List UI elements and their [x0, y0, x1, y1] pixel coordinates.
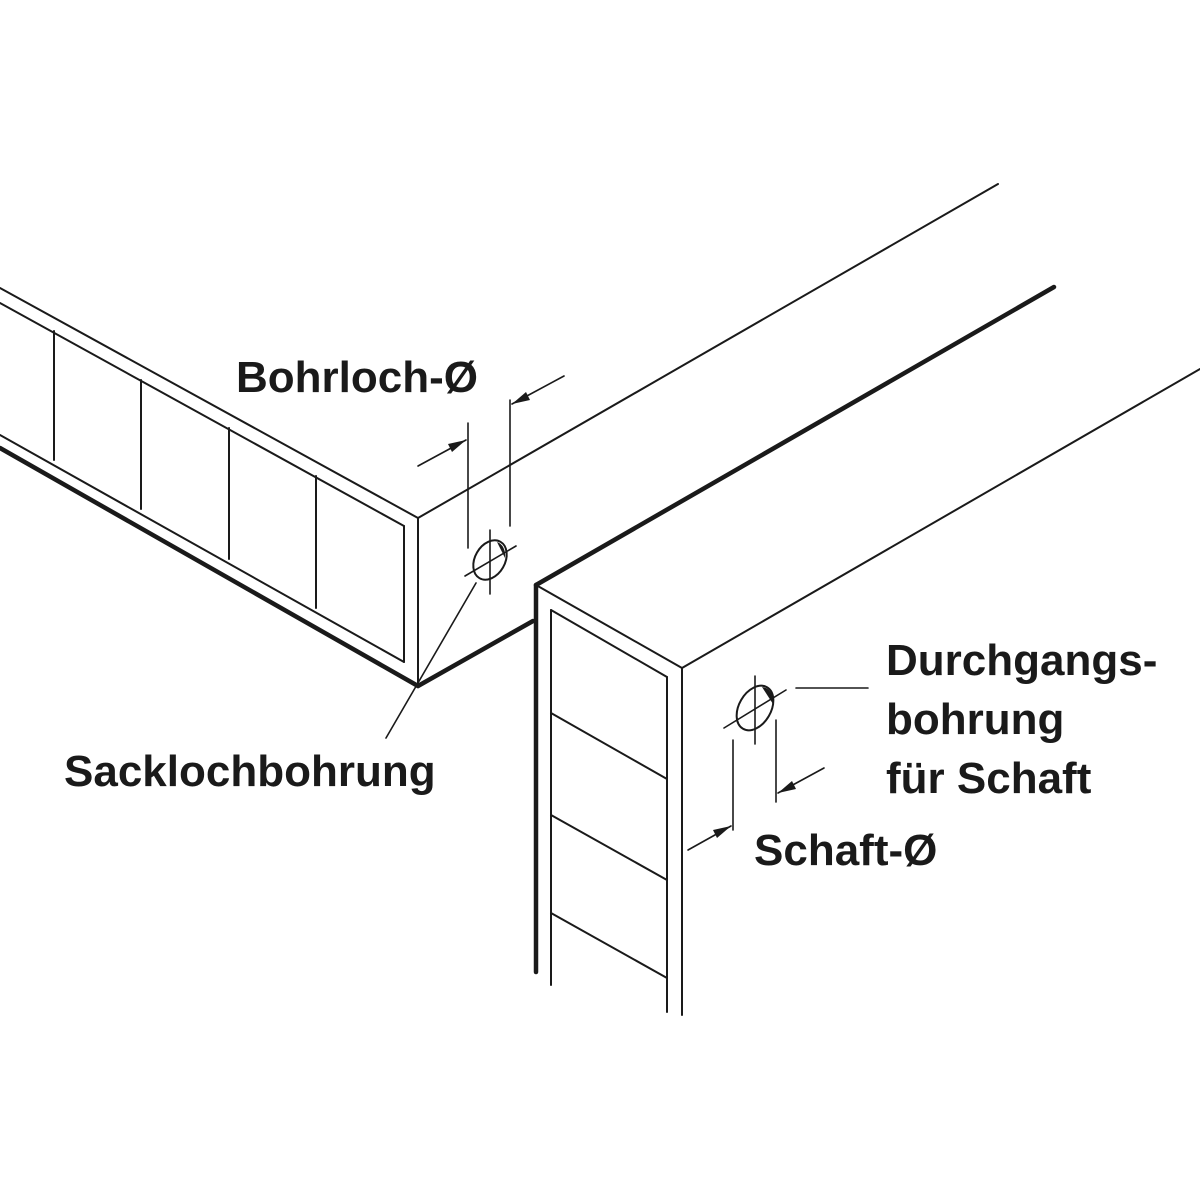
bore-diameter-label: Bohrloch-Ø — [236, 353, 478, 402]
right-panel-top-front-edge — [535, 584, 683, 669]
left-panel-inner-bottom-edge — [0, 434, 405, 663]
left-panel-inner-top-edge — [0, 302, 405, 527]
bore-dim-arrowhead — [448, 440, 466, 452]
right-panel-inner-top-edge — [550, 609, 668, 678]
left-panel-lower-edge — [415, 618, 536, 689]
right-panel-top-face-edge — [681, 368, 1200, 669]
bore-dim-arrowhead — [512, 392, 530, 404]
through-hole-label-line3: für Schaft — [886, 754, 1092, 803]
left-panel — [0, 183, 1057, 689]
shaft-dim-arrowhead — [778, 781, 796, 793]
right-panel — [533, 368, 1200, 1016]
through-hole-label-line1: Durchgangs- — [886, 636, 1157, 685]
through-hole-label-line2: bohrung — [886, 695, 1064, 744]
left-panel-top-face-edge — [417, 183, 999, 519]
left-panel-bottom-edge — [0, 445, 421, 689]
blind-hole — [385, 375, 565, 739]
through-hole-ellipse — [735, 684, 775, 732]
blind-hole-label: Sacklochbohrung — [64, 747, 436, 796]
right-panel-divider — [550, 814, 668, 881]
shaft-diameter-label: Schaft-Ø — [754, 826, 937, 875]
joint-line — [533, 284, 1057, 588]
blind-hole-ellipse — [472, 539, 508, 581]
shaft-dim-arrowhead — [713, 826, 731, 838]
left-panel-top-edge — [0, 287, 419, 519]
right-panel-divider — [550, 712, 668, 780]
blind-hole-leader — [385, 582, 477, 739]
right-panel-divider — [550, 912, 668, 979]
through-hole — [687, 675, 869, 851]
